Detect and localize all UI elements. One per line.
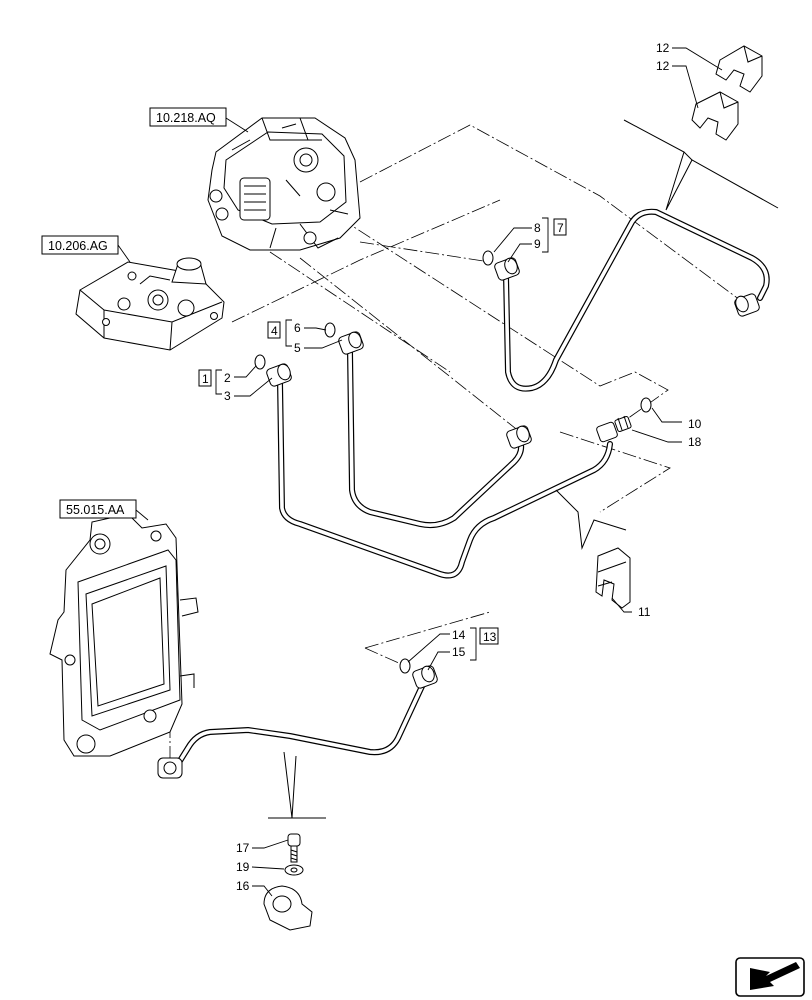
callout-18: 18 — [688, 435, 702, 449]
callout-12-b: 12 — [656, 59, 670, 73]
fitting-15 — [412, 665, 438, 689]
washer-19 — [284, 864, 304, 876]
clip-12-bottom — [691, 91, 739, 141]
filter-head — [75, 257, 225, 351]
fitting-3 — [266, 363, 292, 387]
ref-label-10-218-aq: 10.218.AQ — [149, 107, 249, 133]
callout-15: 15 — [452, 645, 466, 659]
bolt-17 — [287, 833, 301, 863]
callout-16: 16 — [236, 879, 250, 893]
view-brackets — [268, 119, 779, 819]
svg-text:10.206.AG: 10.206.AG — [48, 239, 108, 253]
fitting-9 — [494, 257, 520, 281]
callout-11: 11 — [638, 605, 651, 619]
callout-14: 14 — [452, 628, 466, 642]
clip-11 — [595, 547, 631, 609]
callout-9: 9 — [534, 237, 541, 251]
callout-10: 10 — [688, 417, 702, 431]
high-pressure-pump — [207, 117, 361, 251]
callout-7: 7 — [557, 221, 564, 235]
callout-6: 6 — [294, 321, 301, 335]
fitting-5 — [338, 331, 364, 355]
fittings — [157, 257, 760, 779]
clip-12-top — [715, 45, 763, 93]
callouts: 1 2 3 4 6 5 8 9 7 10 18 11 12 12 — [198, 41, 723, 897]
callout-17: 17 — [236, 841, 250, 855]
callout-19: 19 — [236, 860, 250, 874]
callout-12-a: 12 — [656, 41, 670, 55]
callout-4: 4 — [271, 324, 278, 338]
callout-5: 5 — [294, 341, 301, 355]
fitting-18 — [596, 415, 632, 443]
o-rings — [254, 250, 652, 674]
callout-8: 8 — [534, 221, 541, 235]
next-page-arrow-icon[interactable] — [735, 957, 805, 997]
fitting-mid — [506, 425, 532, 449]
callout-3: 3 — [224, 389, 231, 403]
svg-text:10.218.AQ: 10.218.AQ — [156, 111, 216, 125]
engine-control-unit — [49, 513, 199, 757]
ref-label-10-206-ag: 10.206.AG — [41, 235, 131, 263]
svg-text:55.015.AA: 55.015.AA — [66, 503, 125, 517]
p-clip-16 — [263, 885, 313, 931]
callout-13: 13 — [483, 630, 497, 644]
fitting-ecu — [157, 757, 183, 779]
callout-1: 1 — [202, 372, 209, 386]
callout-2: 2 — [224, 371, 231, 385]
reference-labels: 10.218.AQ 10.206.AG 55.015.AA — [41, 107, 249, 521]
fuel-tubes — [175, 208, 770, 767]
ref-label-55-015-aa: 55.015.AA — [59, 499, 149, 521]
fitting-right-upper — [734, 293, 760, 317]
